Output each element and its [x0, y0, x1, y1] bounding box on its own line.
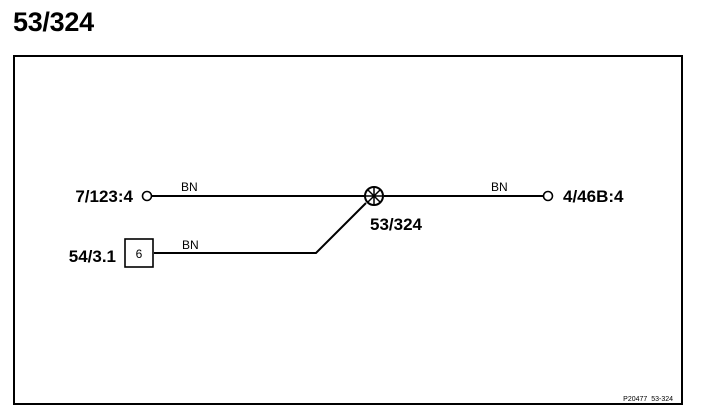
diagram-frame	[13, 55, 683, 405]
terminal-label-right: 4/46B:4	[563, 187, 624, 206]
splice-label: 53/324	[370, 215, 423, 234]
page-title: 53/324	[13, 7, 94, 37]
terminal-right-circle	[542, 190, 554, 202]
terminal-left-top-circle	[141, 190, 153, 202]
connector-box	[124, 238, 154, 268]
terminal-label-left-bottom: 54/3.1	[69, 247, 116, 266]
wire-label-top-left: BN	[181, 180, 198, 194]
wire-bottom	[154, 202, 367, 254]
terminal-label-left-top: 7/123:4	[75, 187, 133, 206]
splice-icon	[364, 186, 384, 206]
connector-pin-label: 6	[136, 247, 143, 261]
wire-label-top-right: BN	[491, 180, 508, 194]
reference-code: P20477 53-324	[623, 396, 673, 403]
wire-label-bottom: BN	[182, 238, 199, 252]
